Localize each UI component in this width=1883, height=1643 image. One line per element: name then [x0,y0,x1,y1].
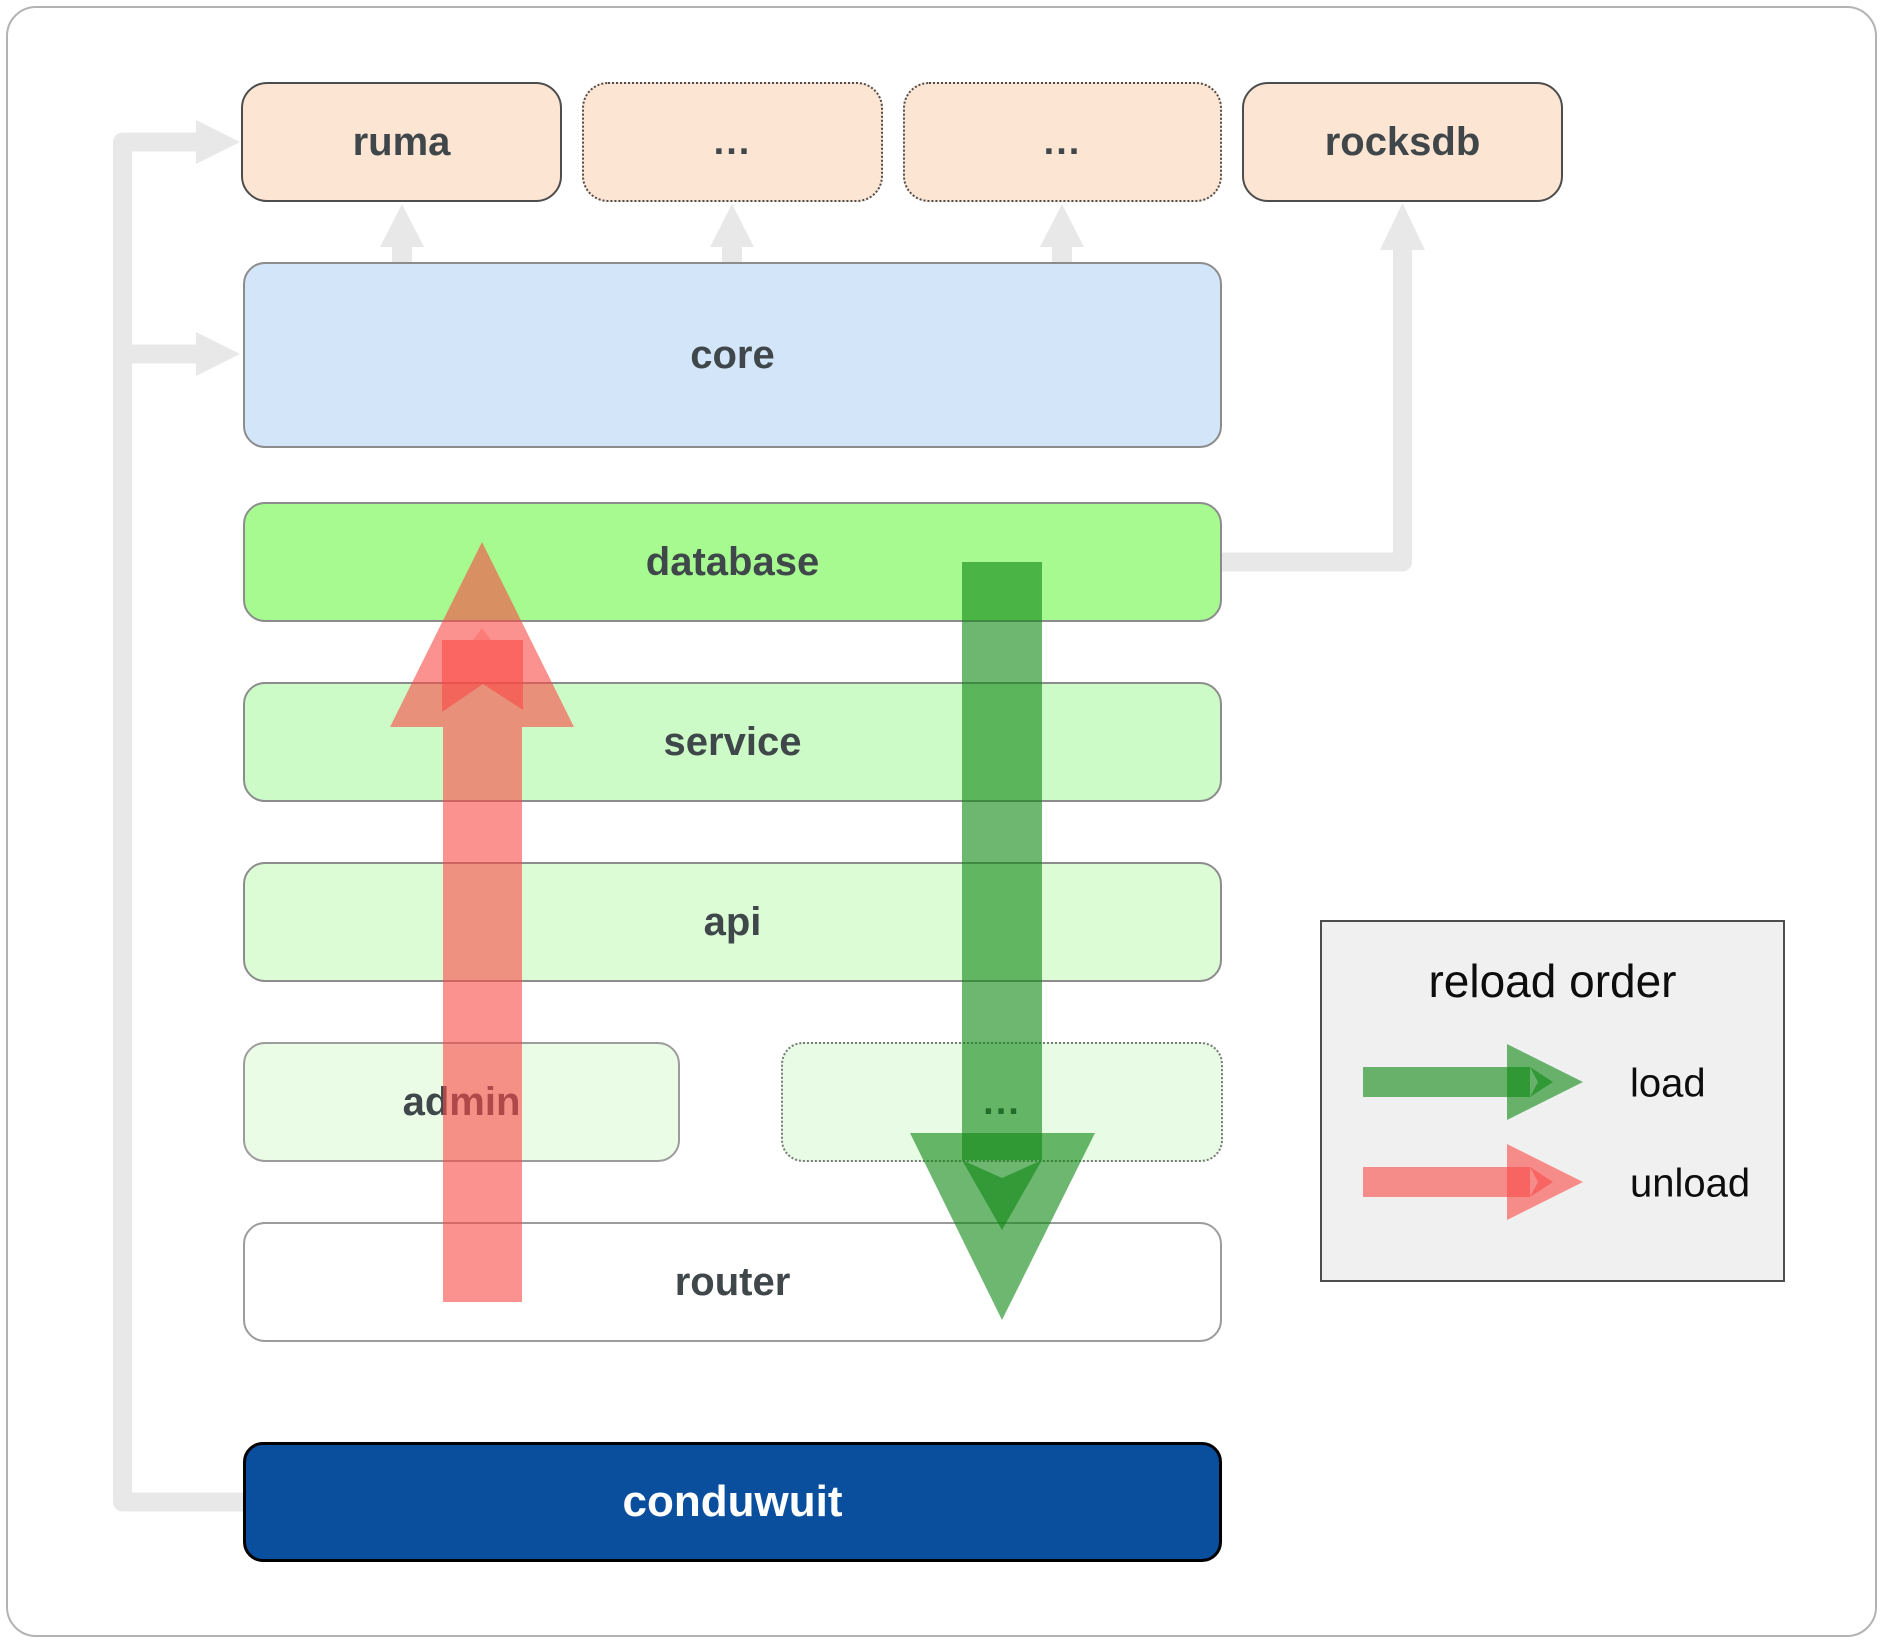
box-conduwuit: conduwuit [243,1442,1222,1562]
arrowhead-into-ruma-icon [196,120,240,164]
legend-unload-arrow-body-icon [1363,1144,1583,1220]
connector-database-to-rocksdb [1221,203,1425,572]
unload-arrow-inner-head-icon [442,640,523,712]
legend-unload-arrow-icon [1363,1144,1583,1220]
arrowhead-core-to-ruma-icon [380,204,424,247]
box-label: router [674,1259,791,1304]
box-label: service [663,719,802,764]
box-database: database [243,502,1222,622]
box-core: core [243,262,1222,448]
connector-left-line [113,132,243,1512]
box-label: ... [1043,120,1082,163]
box-label: rocksdb [1324,119,1481,164]
box-label: conduwuit [622,1477,843,1526]
unload-arrow-notch-icon [473,628,491,640]
connector-branch-to-core [122,332,240,376]
legend-load-arrow-inner-shaft-icon [1507,1067,1530,1097]
box-router: router [243,1222,1222,1342]
box-label: database [645,539,820,584]
box-label: ruma [352,119,451,164]
legend-panel: reload order load unload [1320,920,1785,1282]
connector-core-to-top-boxes [380,204,1084,265]
box-label: core [690,332,775,377]
legend-title: reload order [1428,955,1677,1007]
box-ruma: ruma [241,82,562,202]
arrowhead-core-to-dots1-icon [710,204,754,247]
diagram-outer-frame [6,6,1877,1637]
legend-unload-arrow-inner-head-icon [1530,1167,1553,1197]
arrowhead-core-to-dots2-icon [1040,204,1084,247]
connector-rocksdb-line [1221,250,1412,572]
box-label: api [703,899,762,944]
load-arrow-body-icon [910,562,1095,1320]
arrowhead-into-core-icon [196,332,240,376]
box-label: ... [713,120,752,163]
load-arrow-inner-shaft-icon [962,1133,1042,1160]
legend-load-arrow-inner-head-icon [1530,1067,1553,1097]
box-api: api [243,862,1222,982]
legend-load-arrow-body-icon [1363,1044,1583,1120]
unload-arrow-body-icon [390,542,574,1302]
load-arrow [910,562,1095,1320]
box-ellipsis-2: ... [903,82,1222,202]
box-rocksdb: rocksdb [1242,82,1563,202]
load-arrow-inner-head-icon [962,1160,1042,1230]
legend-load-arrow-icon [1363,1044,1583,1120]
box-ellipsis-1: ... [582,82,883,202]
connector-conduwuit-to-ruma [113,120,243,1512]
arrowhead-into-rocksdb-icon [1380,203,1425,250]
legend-label-load: load [1630,1061,1706,1106]
unload-arrow [390,542,574,1302]
legend-unload-arrow-inner-shaft-icon [1507,1167,1530,1197]
legend-label-unload: unload [1630,1161,1751,1206]
